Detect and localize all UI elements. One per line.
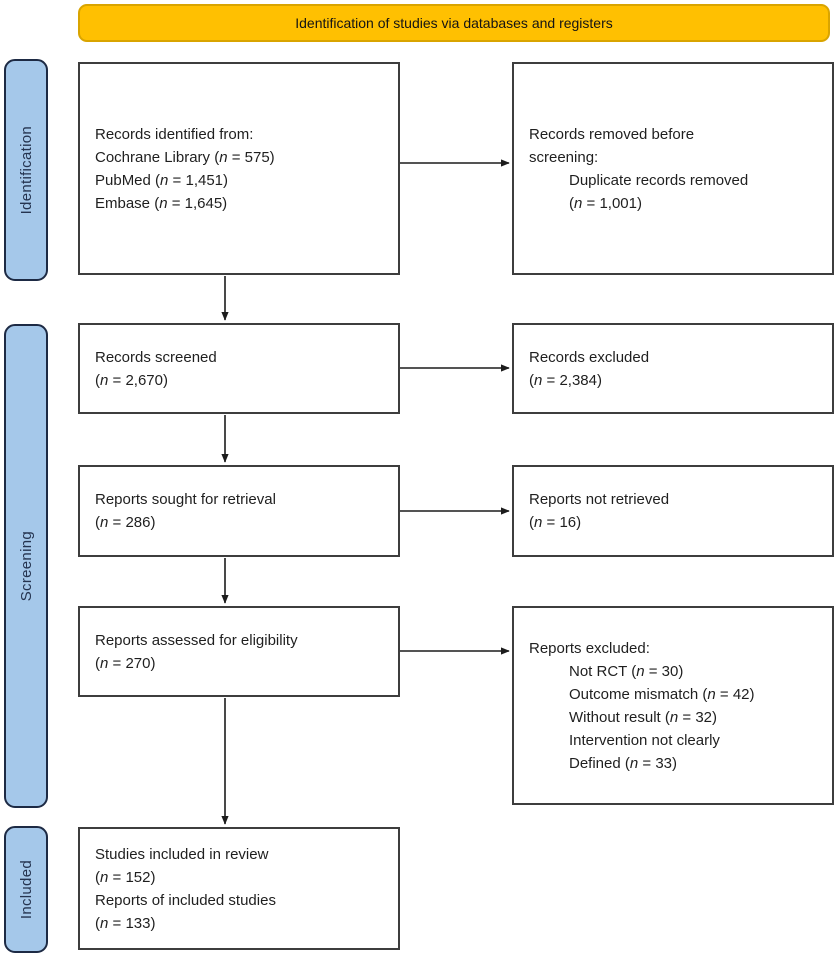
stage-label-included: Included [4, 826, 48, 953]
box-text-line: Records removed before [529, 125, 695, 143]
box-text-line: Records identified from: [95, 125, 254, 143]
box-text-line: Studies included in review [95, 845, 269, 863]
box-text-line: Intervention not clearly [569, 731, 720, 749]
box-text-line: Records excluded [529, 348, 650, 366]
box-text-line: (n = 286) [95, 514, 156, 531]
box-text-line: screening: [529, 148, 599, 166]
box-records-screened: Records screened (n = 2,670) [78, 323, 400, 414]
box-records-removed: Records removed before screening: Duplic… [512, 62, 834, 275]
box-text-line: Embase (n = 1,645) [95, 194, 228, 212]
box-reports-excluded: Reports excluded: Not RCT (n = 30) Outco… [512, 606, 834, 805]
stage-label-screening: Screening [4, 324, 48, 808]
box-text-line: Reports assessed for eligibility [95, 631, 298, 649]
box-text-line: (n = 152) [95, 868, 156, 886]
box-text-line: Without result (n = 32) [569, 708, 717, 726]
box-text-line: (n = 133) [95, 914, 156, 932]
box-text-line: (n = 2,384) [529, 371, 602, 389]
box-reports-not-retrieved: Reports not retrieved (n = 16) [512, 465, 834, 557]
box-text-line: Not RCT (n = 30) [569, 662, 684, 680]
box-text-line: Reports sought for retrieval [95, 491, 276, 508]
box-text-line: Outcome mismatch (n = 42) [569, 685, 755, 703]
stage-label-text: Screening [17, 530, 35, 602]
box-reports-assessed: Reports assessed for eligibility (n = 27… [78, 606, 400, 697]
box-text-line: Records screened [95, 348, 217, 366]
box-studies-included: Studies included in review (n = 152) Rep… [78, 827, 400, 950]
stage-label-identification: Identification [4, 59, 48, 281]
box-records-excluded: Records excluded (n = 2,384) [512, 323, 834, 414]
box-text-line: Cochrane Library (n = 575) [95, 148, 275, 166]
box-text-line: (n = 16) [529, 514, 582, 531]
box-text-line: Duplicate records removed [569, 171, 749, 189]
diagram-title: Identification of studies via databases … [295, 15, 613, 31]
box-text-line: Reports of included studies [95, 891, 276, 909]
box-text-line: (n = 2,670) [95, 371, 168, 389]
box-reports-sought: Reports sought for retrieval (n = 286) [78, 465, 400, 557]
diagram-title-banner: Identification of studies via databases … [78, 4, 830, 42]
box-records-identified: Records identified from: Cochrane Librar… [78, 62, 400, 275]
box-text-line: Defined (n = 33) [569, 754, 677, 772]
stage-label-text: Identification [17, 125, 35, 215]
stage-label-text: Included [17, 859, 35, 920]
box-text-line: (n = 1,001) [569, 194, 642, 212]
box-text-line: Reports not retrieved [529, 491, 670, 508]
box-text-line: Reports excluded: [529, 639, 650, 657]
box-text-line: (n = 270) [95, 654, 156, 672]
box-text-line: PubMed (n = 1,451) [95, 171, 229, 189]
